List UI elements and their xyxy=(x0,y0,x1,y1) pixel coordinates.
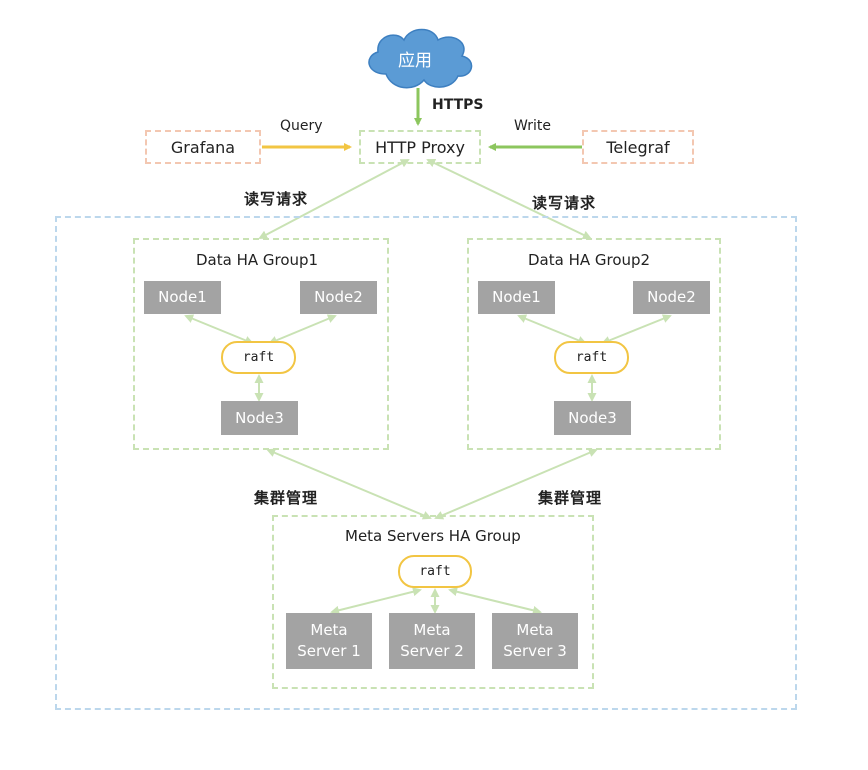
mgmt-connector-left xyxy=(266,448,432,520)
meta-server-2-line1: Meta xyxy=(413,621,451,639)
g2-raft: raft xyxy=(554,341,629,374)
meta-group-title: Meta Servers HA Group xyxy=(345,527,521,545)
meta-raft-server3-link xyxy=(448,587,542,615)
app-cloud-icon xyxy=(368,28,473,89)
g2-node2-raft-link xyxy=(601,314,672,345)
telegraf-box: Telegraf xyxy=(582,130,694,164)
data-ha-group2 xyxy=(467,238,721,450)
meta-server-2-line2: Server 2 xyxy=(400,642,464,660)
app-label: 应用 xyxy=(398,51,432,71)
mgmt-label-right: 集群管理 xyxy=(538,489,603,507)
rw-connector-left xyxy=(258,159,410,239)
data-ha-group1-title: Data HA Group1 xyxy=(196,251,319,269)
g1-node2-raft-link xyxy=(268,314,337,345)
query-label: Query xyxy=(280,118,323,134)
grafana-label: Grafana xyxy=(170,137,236,157)
meta-server-3: Meta Server 3 xyxy=(492,613,578,669)
data-ha-group2-title: Data HA Group2 xyxy=(528,251,651,269)
data-ha-group1 xyxy=(133,238,389,450)
rw-connector-right xyxy=(426,158,592,240)
g1-node1: Node1 xyxy=(144,281,221,314)
g1-raft: raft xyxy=(221,341,296,374)
meta-server-1-line1: Meta xyxy=(310,621,348,639)
meta-server-2: Meta Server 2 xyxy=(389,613,475,669)
meta-server-1-line2: Server 1 xyxy=(297,642,361,660)
g2-node2: Node2 xyxy=(633,281,710,314)
meta-server-3-line2: Server 3 xyxy=(503,642,567,660)
meta-raft: raft xyxy=(398,555,472,588)
http-proxy-label: HTTP Proxy xyxy=(375,137,465,157)
rw-label-right: 读写请求 xyxy=(532,194,597,212)
telegraf-label: Telegraf xyxy=(606,137,670,157)
meta-server-3-line1: Meta xyxy=(516,621,554,639)
g2-node3: Node3 xyxy=(554,401,631,435)
g1-node1-raft-link xyxy=(184,314,254,345)
rw-label-left: 读写请求 xyxy=(244,190,309,208)
g2-node1-raft-link xyxy=(517,314,587,345)
https-label: HTTPS xyxy=(432,97,484,113)
g1-node2: Node2 xyxy=(300,281,377,314)
g1-node3: Node3 xyxy=(221,401,298,435)
g2-node1: Node1 xyxy=(478,281,555,314)
write-label: Write xyxy=(514,118,551,134)
mgmt-connector-right xyxy=(434,448,598,520)
cluster-boundary xyxy=(55,216,797,710)
meta-servers-ha-group xyxy=(272,515,594,689)
mgmt-label-left: 集群管理 xyxy=(254,489,319,507)
grafana-box: Grafana xyxy=(145,130,261,164)
meta-raft-server1-link xyxy=(330,587,422,615)
http-proxy-box: HTTP Proxy xyxy=(359,130,481,164)
meta-server-1: Meta Server 1 xyxy=(286,613,372,669)
